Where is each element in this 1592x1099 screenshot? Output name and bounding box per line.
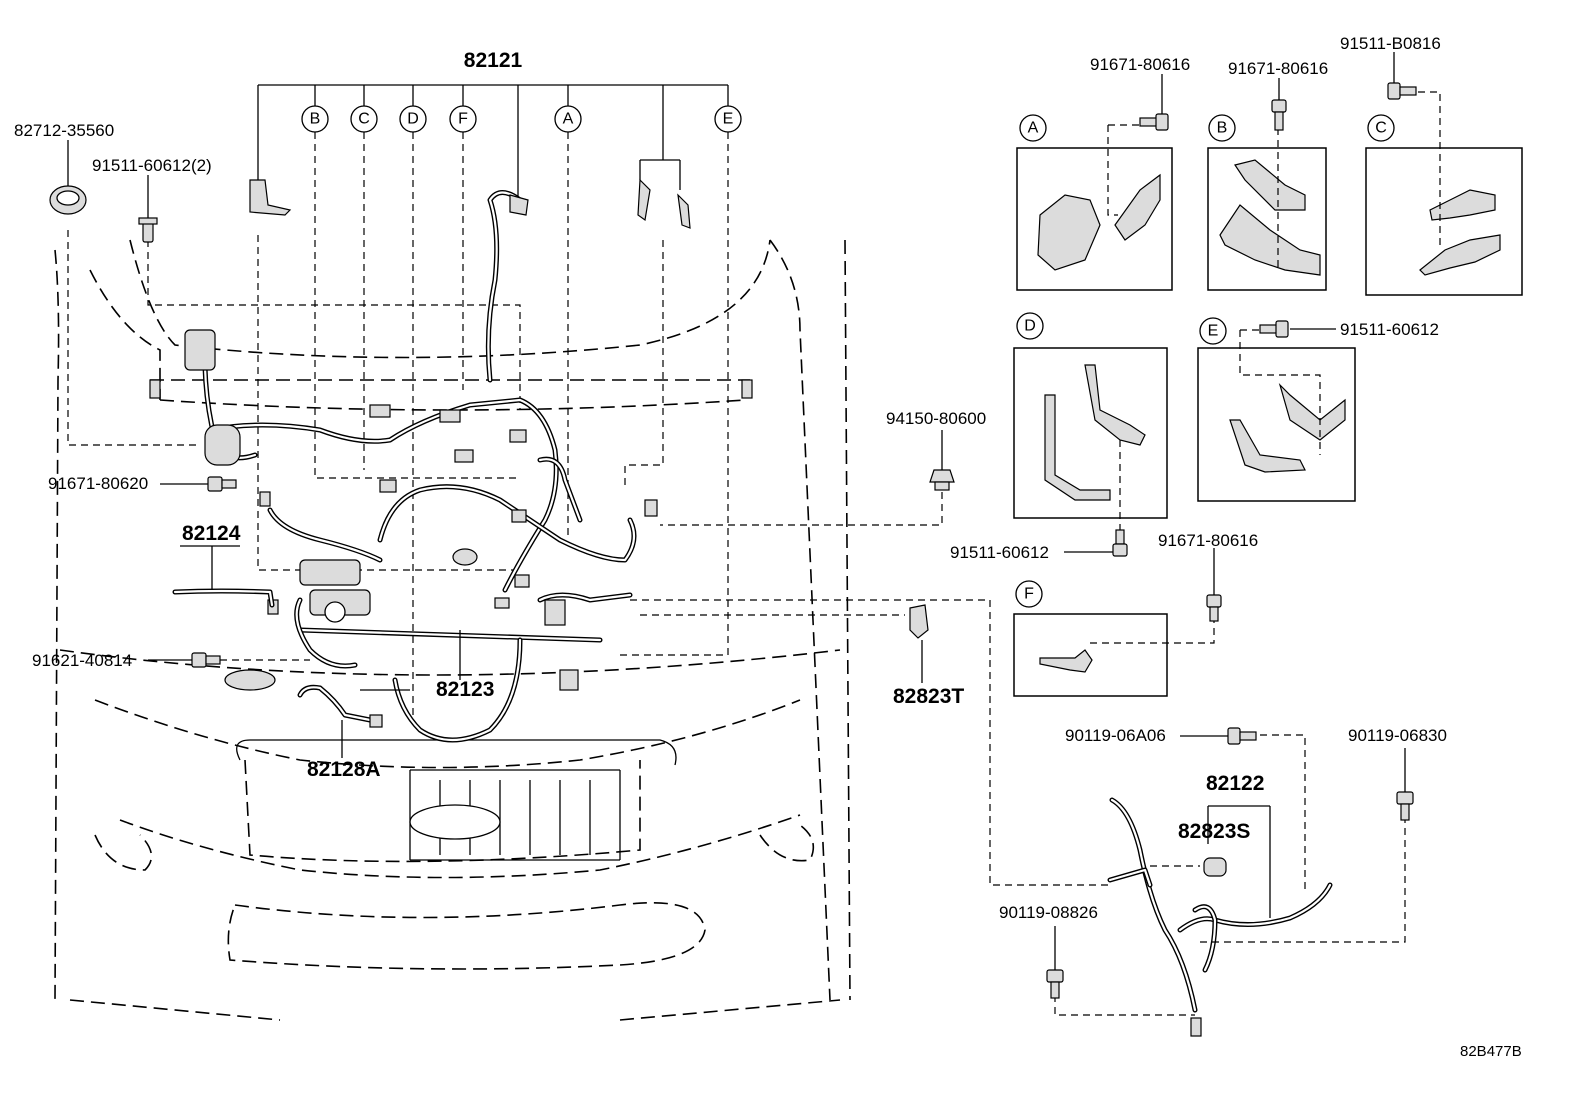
sub-harness-82128A [297, 684, 383, 758]
label-90119-08826: 90119-08826 [999, 903, 1098, 922]
bracket-82123 [360, 630, 461, 691]
label-82823S: 82823S [1178, 820, 1250, 843]
sub-harness-82124 [172, 545, 275, 608]
label-82823T: 82823T [893, 685, 964, 708]
svg-text:B: B [1217, 120, 1228, 137]
svg-text:A: A [1028, 120, 1039, 137]
svg-text:F: F [458, 111, 468, 128]
detail-B: B [1207, 114, 1327, 291]
harness-82122 [1054, 734, 1406, 1016]
grille [236, 739, 677, 861]
bolt-90119-06830 [1396, 748, 1414, 821]
callout-D-top: D [399, 105, 427, 133]
bolt-91511-60612-2 [138, 175, 158, 243]
label-91511-B0816: 91511-B0816 [1340, 34, 1441, 53]
callout-leader-lines [67, 132, 729, 725]
label-91671-80616-f: 91671-80616 [1158, 531, 1258, 550]
main-engine-harness [202, 190, 637, 743]
label-94150-80600: 94150-80600 [886, 409, 986, 428]
svg-text:C: C [358, 111, 370, 128]
svg-text:E: E [723, 111, 734, 128]
callout-B-top: B [301, 105, 329, 133]
callout-F-top: F [449, 105, 477, 133]
label-91511-60612-d: 91511-60612 [950, 543, 1049, 562]
bolt-90119-08826 [1046, 926, 1064, 999]
vehicle-body-outline [54, 239, 851, 1021]
callout-E-top: E [714, 105, 742, 133]
label-82712-35560: 82712-35560 [14, 121, 114, 140]
label-91511-60612-2: 91511-60612(2) [92, 156, 212, 175]
svg-text:F: F [1024, 586, 1034, 603]
clip-82823T [640, 604, 929, 683]
label-82121: 82121 [464, 49, 523, 72]
route-to-82122 [630, 599, 1110, 886]
svg-text:C: C [1375, 120, 1387, 137]
diagram-reference-code: 82B477B [1460, 1043, 1522, 1060]
label-91621-40814: 91621-40814 [32, 651, 132, 670]
bolt-91671-80616-f [1206, 548, 1222, 622]
bolt-91671-80620 [160, 476, 237, 492]
callout-A-top: A [554, 105, 582, 133]
label-82123: 82123 [436, 678, 494, 701]
bolt-91671-80616-a [1108, 74, 1169, 131]
clip-82823S [1190, 1017, 1202, 1037]
label-91671-80620: 91671-80620 [48, 474, 148, 493]
callout-C-top: C [350, 105, 378, 133]
svg-text:B: B [310, 111, 321, 128]
detail-F: F [1013, 580, 1215, 697]
bracket-82121 [257, 84, 729, 200]
bolt-91621-40814 [148, 652, 310, 668]
label-91671-80616-b: 91671-80616 [1228, 59, 1328, 78]
svg-text:D: D [1024, 318, 1036, 335]
detail-A: A [1016, 114, 1173, 291]
label-91511-60612-e: 91511-60612 [1340, 320, 1439, 339]
svg-text:D: D [407, 111, 419, 128]
svg-text:A: A [563, 111, 574, 128]
svg-text:E: E [1208, 323, 1219, 340]
detail-C: C [1365, 91, 1523, 296]
label-90119-06A06: 90119-06A06 [1065, 726, 1166, 745]
label-91671-80616-a: 91671-80616 [1090, 55, 1190, 74]
bolt-90119-06A06 [1180, 727, 1257, 745]
engine-components [149, 178, 753, 691]
label-82128A: 82128A [307, 758, 381, 781]
label-82122: 82122 [1206, 772, 1264, 795]
bolt-91511-60612-e [1240, 320, 1336, 338]
detail-E: E [1197, 317, 1356, 502]
bolt-91511-60612-d [1064, 529, 1128, 557]
label-90119-06830: 90119-06830 [1348, 726, 1447, 745]
label-82124: 82124 [182, 522, 241, 545]
bolt-91511-B0816 [1387, 52, 1417, 100]
bolt-91671-80616-b [1271, 78, 1287, 131]
grommet-82712-35560 [49, 140, 87, 215]
detail-D: D [1013, 312, 1168, 530]
nut-94150-80600 [660, 430, 955, 526]
